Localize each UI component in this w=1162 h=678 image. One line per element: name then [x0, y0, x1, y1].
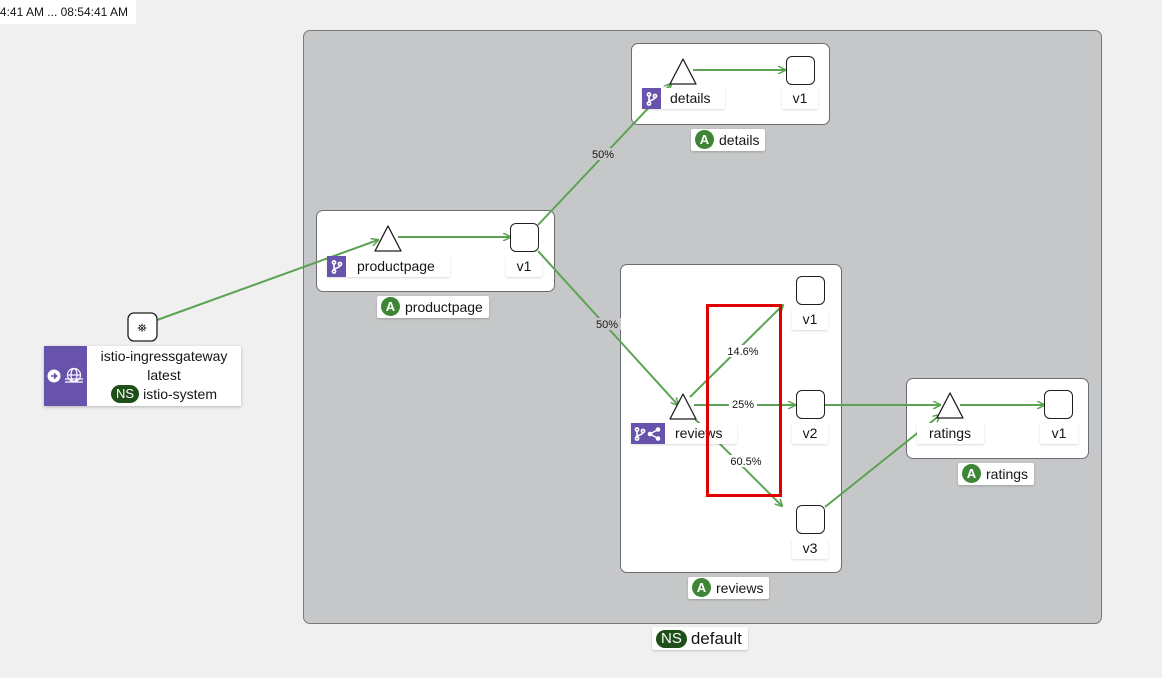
app-label-text: productpage — [405, 299, 483, 315]
workload-node-reviews-v3[interactable] — [796, 505, 825, 534]
version-label-productpage-v1: v1 — [506, 256, 542, 277]
service-label-text: reviews — [675, 425, 723, 441]
app-badge: A — [695, 130, 714, 149]
app-label-text: ratings — [986, 466, 1029, 482]
version-label-reviews-v1: v1 — [792, 309, 828, 330]
version-label-reviews-v2: v2 — [792, 423, 828, 444]
gateway-namespace: istio-system — [143, 386, 217, 402]
service-branch-icon — [642, 88, 661, 109]
service-label-reviews[interactable]: reviews — [631, 423, 737, 444]
app-badge: A — [381, 297, 400, 316]
namespace-label-text: default — [690, 629, 742, 648]
service-label-productpage[interactable]: productpage — [327, 256, 450, 277]
service-branch-share-icon — [631, 423, 665, 444]
app-label-text: details — [719, 132, 760, 148]
app-badge: A — [962, 464, 981, 483]
namespace-badge: NS — [656, 630, 687, 648]
app-label-text: reviews — [716, 580, 764, 596]
edge-label-reviews-v2: 25% — [732, 399, 754, 411]
workload-node-reviews-v2[interactable] — [796, 390, 825, 419]
edge-label-reviews-v1: 14.6% — [727, 346, 758, 358]
service-label-ratings[interactable]: ratings — [917, 423, 984, 444]
globe-icon — [65, 367, 83, 383]
service-label-text: details — [670, 90, 711, 106]
gateway-icon-strip — [44, 346, 87, 406]
service-branch-icon — [327, 256, 346, 277]
gateway-name: istio-ingressgateway — [100, 348, 228, 364]
edge-label-reviews: 50% — [596, 319, 618, 331]
version-label-ratings-v1: v1 — [1040, 423, 1078, 444]
version-label-details-v1: v1 — [782, 88, 818, 109]
namespace-badge: NS — [111, 385, 140, 403]
version-label-reviews-v3: v3 — [792, 538, 828, 559]
edge-label-reviews-v3: 60.5% — [730, 456, 761, 468]
gateway-version: latest — [147, 367, 181, 383]
edge-label-details: 50% — [592, 149, 614, 161]
service-label-details[interactable]: details — [642, 88, 725, 109]
workload-node-ratings-v1[interactable] — [1044, 390, 1073, 419]
service-label-text: productpage — [357, 258, 435, 274]
workload-node-reviews-v1[interactable] — [796, 276, 825, 305]
workload-node-details-v1[interactable] — [786, 56, 815, 85]
gateway-node-icon: ⛯ — [137, 321, 147, 335]
service-triangle-details — [669, 58, 697, 85]
time-range-label: 08:44:41 AM ... 08:54:41 AM — [0, 0, 136, 24]
app-badge: A — [692, 578, 711, 597]
selection-highlight — [706, 304, 782, 497]
gateway-node — [127, 312, 158, 342]
edge-gateway-productpage — [156, 240, 378, 321]
service-label-text: ratings — [929, 425, 972, 441]
arrow-circle-icon — [47, 369, 61, 383]
service-triangle-productpage — [374, 225, 402, 252]
service-triangle-ratings — [936, 392, 964, 419]
service-triangle-reviews — [669, 393, 697, 420]
workload-node-productpage-v1[interactable] — [510, 223, 539, 252]
